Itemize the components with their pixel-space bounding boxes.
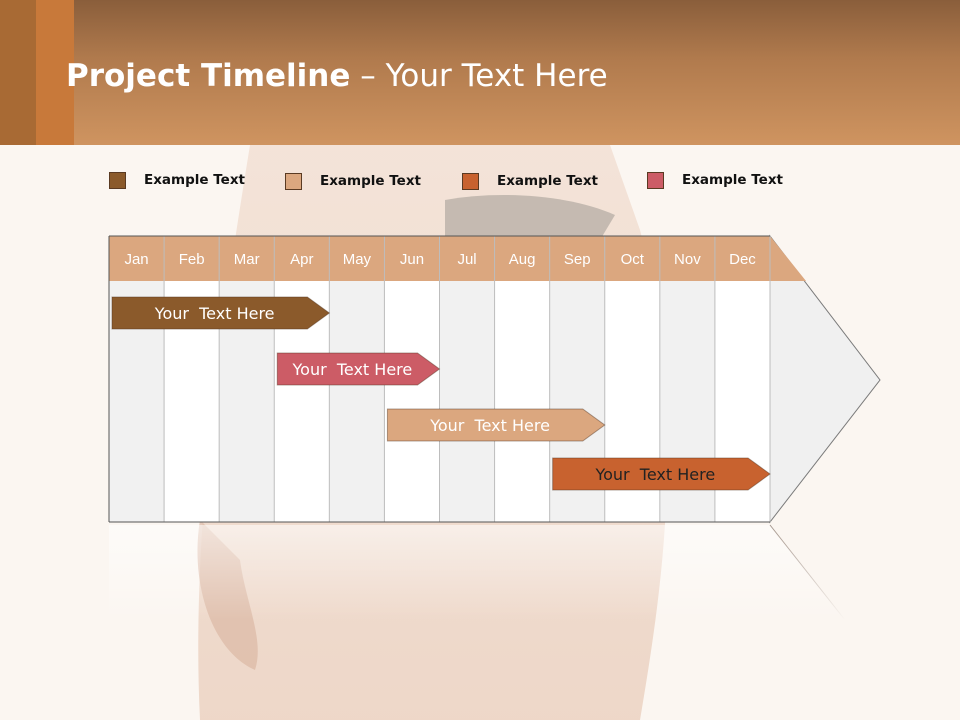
- legend-label: Example Text: [144, 172, 245, 188]
- title-rest: – Your Text Here: [350, 58, 608, 94]
- task-bar: [276, 352, 441, 386]
- month-label: Jan: [124, 251, 148, 268]
- task-bar-label: Your Text Here: [429, 416, 550, 435]
- title-bold: Project Timeline: [66, 58, 351, 94]
- month-column: [384, 281, 440, 522]
- month-header-cell: [494, 236, 550, 281]
- task-bar: [111, 296, 331, 330]
- timeline-reflection: [109, 524, 846, 621]
- month-header-cell: [219, 236, 275, 281]
- legend-label: Example Text: [320, 173, 421, 189]
- task-bar: [386, 408, 606, 442]
- month-header-cell: [109, 236, 165, 281]
- legend-swatch: [109, 171, 126, 189]
- month-header-cell: [274, 236, 330, 281]
- month-label: Sep: [564, 251, 591, 268]
- task-bar-label: Your Text Here: [594, 465, 715, 484]
- month-header-cell: [714, 236, 770, 281]
- month-header-cell: [164, 236, 220, 281]
- month-label: Mar: [234, 251, 260, 268]
- month-label: Jun: [400, 251, 424, 268]
- month-header-cell: [604, 236, 660, 281]
- legend-swatch: [647, 171, 664, 189]
- month-header-cell: [659, 236, 715, 281]
- month-column: [439, 281, 495, 522]
- month-label: Apr: [290, 251, 313, 268]
- header-accent-strip: [0, 0, 36, 145]
- month-header-cell: [549, 236, 605, 281]
- month-label: Nov: [674, 251, 701, 268]
- month-header-cell: [439, 236, 495, 281]
- legend-item-4: Example Text: [647, 170, 783, 190]
- header-banner: Project Timeline – Your Text Here: [0, 0, 960, 145]
- page-title: Project Timeline – Your Text Here: [66, 58, 608, 94]
- month-header-cell: [329, 236, 385, 281]
- month-label: Jul: [457, 251, 476, 268]
- legend-item-1: Example Text: [109, 170, 245, 190]
- task-bar-label: Your Text Here: [154, 304, 275, 323]
- month-label: Feb: [179, 251, 205, 268]
- legend-item-3: Example Text: [462, 171, 598, 191]
- month-column: [329, 281, 385, 522]
- month-column: [494, 281, 550, 522]
- legend-label: Example Text: [682, 172, 783, 188]
- timeline-arrow-header-wedge: [770, 236, 806, 281]
- month-label: Oct: [621, 251, 645, 268]
- legend-item-2: Example Text: [285, 171, 421, 191]
- legend-label: Example Text: [497, 173, 598, 189]
- task-bar-label: Your Text Here: [292, 360, 413, 379]
- month-header-cell: [384, 236, 440, 281]
- header-accent-strip: [36, 0, 74, 145]
- legend-swatch: [462, 172, 479, 190]
- month-label: May: [343, 251, 372, 268]
- month-label: Aug: [509, 251, 536, 268]
- month-label: Dec: [729, 251, 756, 268]
- task-bar: [552, 457, 771, 491]
- legend-swatch: [285, 172, 302, 190]
